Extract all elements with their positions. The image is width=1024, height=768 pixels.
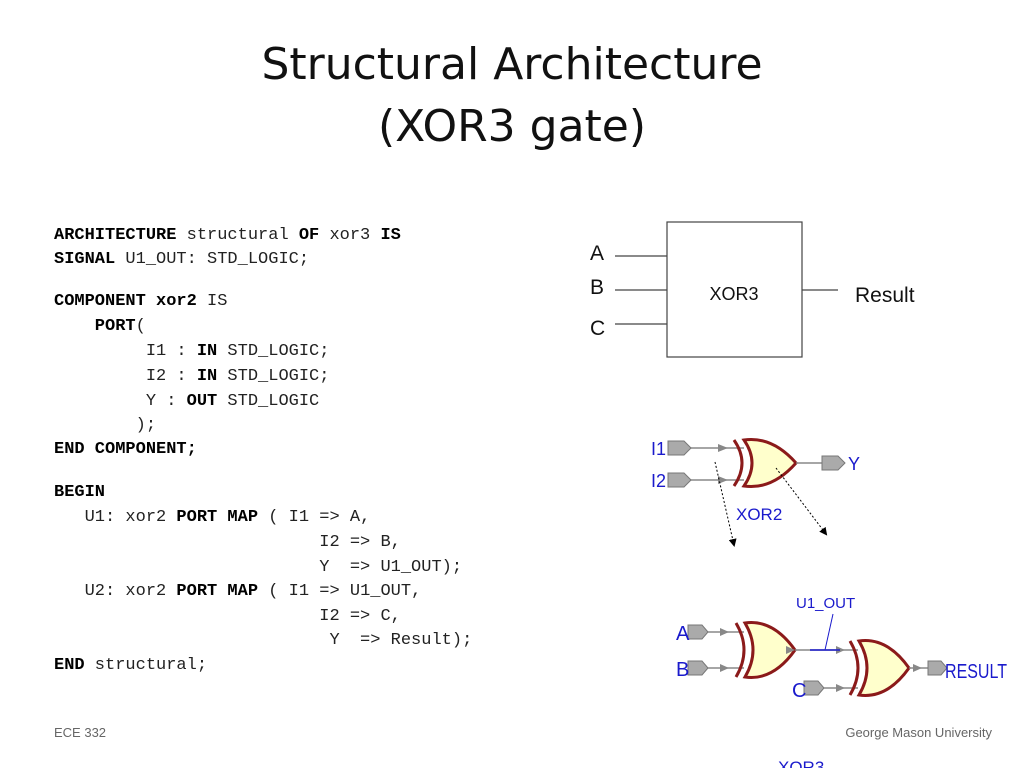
- box-label: XOR3: [709, 284, 758, 304]
- footer-course: ECE 332: [54, 725, 107, 740]
- schematic-bottom-label-xor3: XOR3: [778, 758, 824, 768]
- code-line: U2: xor2 PORT MAP ( I1 => U1_OUT,: [54, 582, 422, 601]
- wire-arrow-icon: [836, 684, 845, 692]
- schematic-input-label-c: C: [792, 680, 806, 702]
- xor3-box: [666, 221, 803, 358]
- code-line: Y => Result);: [54, 631, 473, 650]
- port-i2-icon: [667, 472, 692, 488]
- xor2-gate-icon: [741, 437, 799, 489]
- code-line: Y : OUT STD_LOGIC: [54, 392, 320, 411]
- wire-arrow-icon: [913, 664, 922, 672]
- wire-arrow-icon: [720, 664, 729, 672]
- wire-arrow-icon: [718, 444, 728, 452]
- xor2-output-label-y: Y: [848, 454, 860, 474]
- input-label-b: B: [590, 276, 604, 299]
- signal-label-u1-out: U1_OUT: [796, 595, 855, 612]
- xor2-gate-u2-icon: [856, 639, 911, 697]
- title-line-1: Structural Architecture: [261, 39, 763, 90]
- xor2-gate-label: XOR2: [736, 505, 782, 524]
- wire-arrow-icon: [718, 476, 728, 484]
- xor2-gate-extra-arc: [732, 439, 744, 487]
- signal-pointer-line: [824, 613, 834, 651]
- code-line: U1: xor2 PORT MAP ( I1 => A,: [54, 508, 371, 527]
- code-line: COMPONENT xor2 IS: [54, 292, 228, 311]
- code-line: END COMPONENT;: [54, 440, 197, 459]
- schematic-output-label-result: RESULT: [945, 661, 1007, 683]
- xor3-schematic: U1_OUT A B C RESULT XOR3: [676, 595, 1007, 768]
- xor2-input-label-i2: I2: [651, 471, 666, 491]
- slide-title: Structural Architecture (XOR3 gate): [0, 34, 1024, 158]
- wire-arrow-icon: [786, 646, 795, 654]
- code-line: END structural;: [54, 656, 208, 675]
- pointer-arrow-left: [714, 461, 737, 547]
- code-line: SIGNAL U1_OUT: STD_LOGIC;: [54, 250, 310, 269]
- code-line: I1 : IN STD_LOGIC;: [54, 342, 330, 361]
- code-line: I2 => C,: [54, 607, 401, 626]
- xor3-block-diagram: A B C XOR3 Result: [590, 221, 915, 358]
- code-line: );: [54, 416, 157, 435]
- title-line-2: (XOR3 gate): [377, 101, 647, 152]
- pointer-arrow-right: [775, 467, 828, 536]
- xor2-symbol-diagram: I1 I2 Y XOR2: [651, 437, 860, 547]
- output-label: Result: [855, 284, 915, 307]
- code-line: PORT(: [54, 317, 146, 336]
- schematic-input-label-a: A: [676, 623, 690, 645]
- port-a-icon: [687, 624, 709, 640]
- xor2-gate-u1-icon: [742, 621, 797, 679]
- code-line: BEGIN: [54, 483, 106, 502]
- port-b-icon: [687, 660, 709, 676]
- code-line: Y => U1_OUT);: [54, 558, 463, 577]
- code-line: I2 => B,: [54, 533, 401, 552]
- gate-u1-extra-arc: [734, 622, 746, 678]
- footer-university: George Mason University: [845, 725, 992, 740]
- code-line: I2 : IN STD_LOGIC;: [54, 367, 330, 386]
- port-i1-icon: [667, 440, 692, 456]
- xor2-input-label-i1: I1: [651, 439, 666, 459]
- gate-u2-extra-arc: [848, 640, 860, 696]
- code-line: ARCHITECTURE structural OF xor3 IS: [54, 226, 401, 245]
- input-label-a: A: [590, 242, 604, 265]
- wire-arrow-icon: [720, 628, 729, 636]
- port-y-icon: [821, 455, 846, 471]
- input-label-c: C: [590, 317, 605, 340]
- schematic-input-label-b: B: [676, 659, 689, 681]
- wire-arrow-icon: [836, 646, 845, 654]
- port-c-icon: [803, 680, 825, 696]
- port-result-icon: [927, 660, 948, 676]
